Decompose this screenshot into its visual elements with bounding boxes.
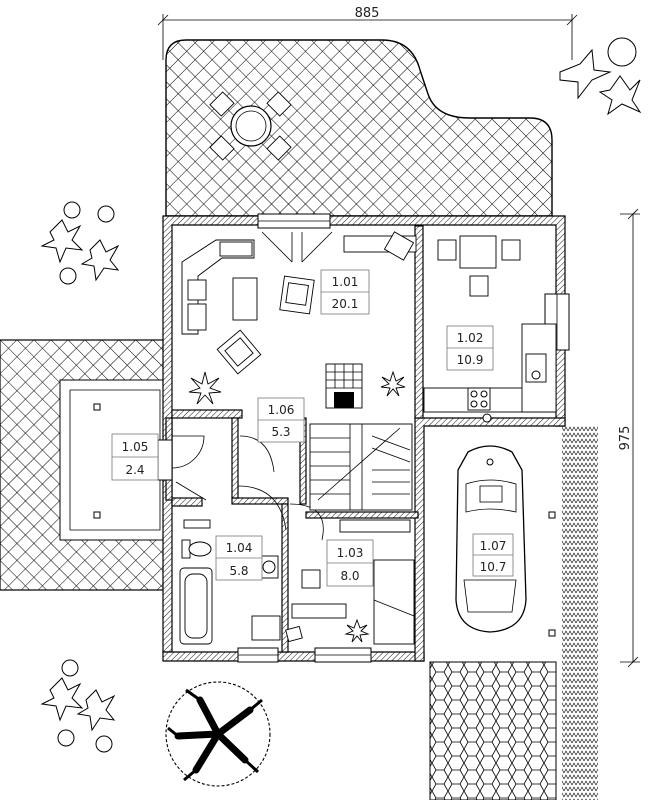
room-label-1-02: 1.02 10.9 [446,325,494,371]
room-number: 1.02 [457,331,484,345]
room-label-1-05: 1.05 2.4 [111,433,159,481]
height-dimension: 975 [618,208,640,668]
sink-icon [259,555,279,579]
room-area: 5.8 [229,564,248,578]
room-area: 20.1 [332,297,359,311]
dining-table-icon [437,235,521,297]
room-number: 1.04 [226,541,253,555]
fireplace-icon [325,363,363,409]
terrace [165,39,553,217]
stair-icon [309,423,413,511]
room-number: 1.07 [480,539,507,553]
room-label-1-06: 1.06 5.3 [257,397,305,443]
height-dimension-label: 975 [618,426,633,451]
coffee-table [232,277,258,321]
room-area: 2.4 [125,463,144,477]
room-number: 1.06 [268,403,295,417]
flower-icon [559,37,642,116]
sofa-icon [181,239,255,335]
plant-icon [188,371,222,405]
cabinet [251,615,281,641]
room-number: 1.05 [122,440,149,454]
bathtub-icon [179,567,213,645]
room-label-1-03: 1.03 8.0 [326,539,374,587]
room-area: 5.3 [271,425,290,439]
width-dimension-label: 885 [355,6,380,21]
room-area: 10.7 [480,560,507,574]
plant-icon [380,370,406,397]
width-dimension: 885 [157,6,578,60]
kitchen-counter [423,323,557,423]
flower-icon [40,659,116,753]
toilet-icon [181,539,212,559]
bed-icon [373,559,415,645]
windows [157,213,570,663]
terrace-table-icon [209,91,292,161]
armchair-icon [216,275,315,375]
driveway-paving [429,661,557,800]
room-label-1-04: 1.04 5.8 [215,535,263,581]
room-area: 10.9 [457,353,484,367]
doors [171,231,333,541]
chair-icon [383,231,415,261]
shelf [339,519,411,533]
room-area: 8.0 [340,569,359,583]
garden-strip [562,426,598,800]
room-label-1-07: 1.07 10.7 [472,533,514,577]
bath-heater [183,519,211,529]
chair-icon [301,569,321,589]
plant-icon [344,618,370,643]
room-label-1-01: 1.01 20.1 [320,269,370,315]
room-number: 1.01 [332,275,359,289]
flower-icon [40,201,120,285]
tree-icon [165,681,271,787]
room-number: 1.03 [337,546,364,560]
pouf [285,625,303,643]
desk [291,603,347,619]
